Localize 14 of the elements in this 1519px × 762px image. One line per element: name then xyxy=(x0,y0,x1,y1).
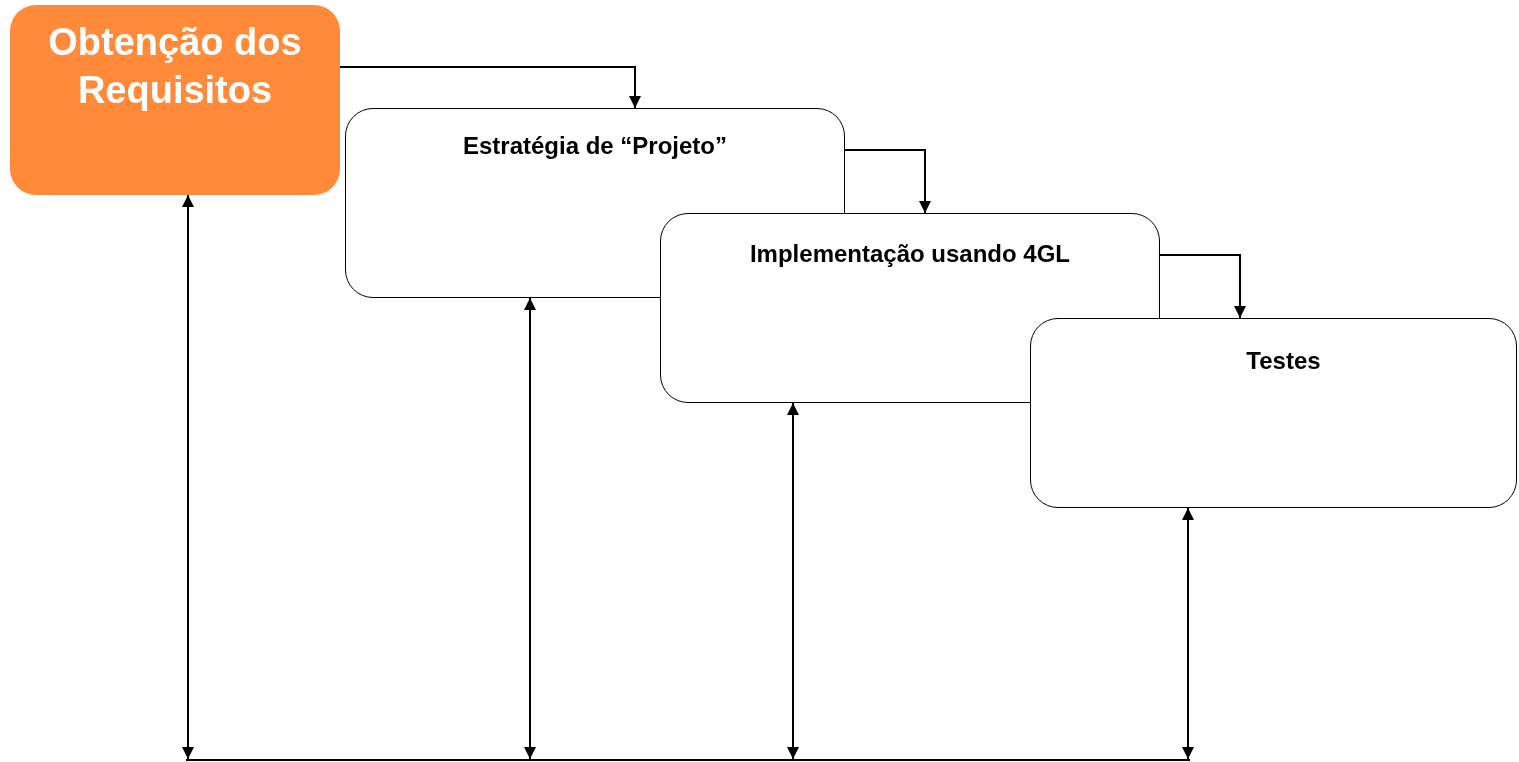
arrow xyxy=(339,66,641,109)
arrow xyxy=(787,402,799,760)
step-label: Testes xyxy=(1245,346,1322,376)
process-box xyxy=(10,5,340,195)
bus-line xyxy=(186,759,1190,761)
step-label: Implementação usando 4GL xyxy=(748,239,1072,269)
process-box xyxy=(1030,318,1517,508)
arrow xyxy=(1159,254,1246,319)
arrow xyxy=(182,194,194,760)
step-label: Estratégia de “Projeto” xyxy=(461,131,729,161)
step-label: Obtenção dos Requisitos xyxy=(47,20,303,113)
arrow xyxy=(1182,507,1194,760)
arrow xyxy=(524,297,536,760)
arrow xyxy=(844,149,931,214)
